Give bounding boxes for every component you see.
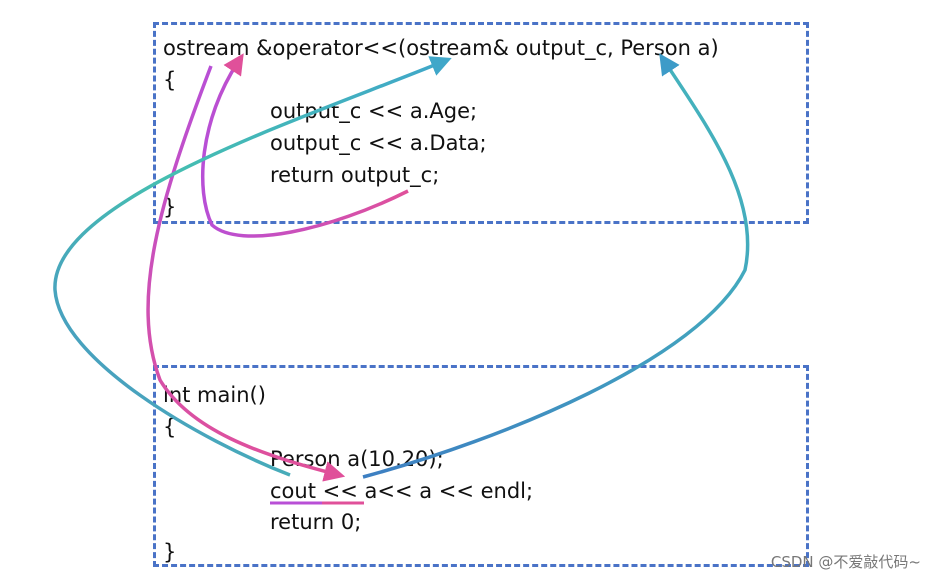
operator-body-line-3: return output_c; [270, 163, 440, 187]
operator-body-line-2: output_c << a.Data; [270, 131, 487, 155]
main-open-brace: { [163, 415, 177, 439]
main-signature: int main() [163, 383, 266, 407]
operator-body-line-1: output_c << a.Age; [270, 99, 478, 123]
main-body-line-1: Person a(10,20); [270, 447, 444, 471]
operator-open-brace: { [163, 68, 177, 92]
operator-signature: ostream &operator<<(ostream& output_c, P… [163, 36, 719, 60]
main-body-line-3: return 0; [270, 510, 362, 534]
watermark: CSDN @不爱敲代码~ [770, 553, 921, 571]
main-body-line-2: cout << a<< a << endl; [270, 479, 534, 503]
main-close-brace: } [163, 540, 177, 564]
operator-close-brace: } [163, 195, 177, 219]
